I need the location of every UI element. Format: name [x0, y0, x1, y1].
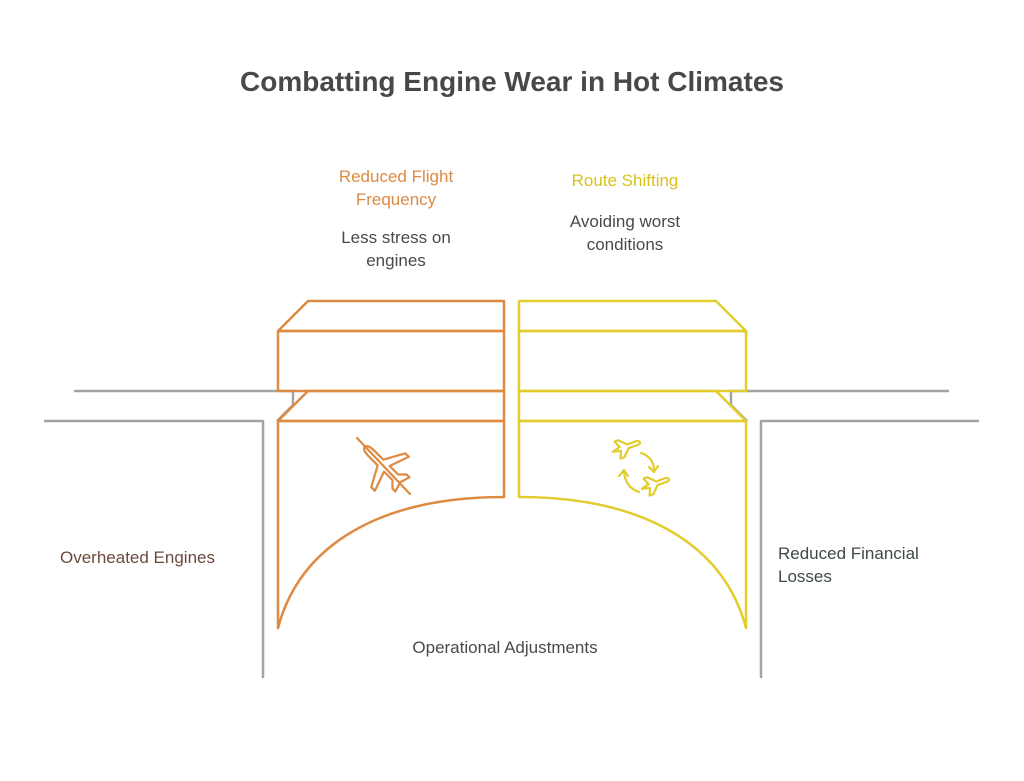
ground-line-left-upper — [74, 389, 295, 422]
left-block-mid — [276, 389, 506, 423]
left-block-shape — [276, 299, 506, 630]
right-block-description: Avoiding worst conditions — [569, 212, 681, 254]
page-title: Combatting Engine Wear in Hot Climates — [240, 66, 784, 97]
ground-line-right-lower — [759, 419, 979, 678]
left-block-face — [276, 329, 506, 393]
route-shifting-icon — [611, 439, 670, 497]
left-block-description: Less stress on engines — [341, 228, 451, 270]
no-flight-icon — [355, 436, 412, 496]
left-block-title: Reduced Flight Frequency — [338, 167, 454, 209]
left-block-top — [276, 299, 506, 333]
ground-line-left-lower — [44, 419, 265, 678]
bottom-label: Operational Adjustments — [412, 638, 598, 657]
side-right-label: Reduced Financial Losses — [778, 544, 919, 586]
right-block-arch — [517, 419, 748, 630]
left-block-arch — [276, 419, 506, 630]
right-block-top — [517, 299, 748, 333]
ground-line-right-upper — [729, 389, 949, 422]
right-block-face — [517, 329, 748, 393]
ground-lines — [44, 389, 979, 678]
right-block-shape — [517, 299, 748, 630]
side-left-label: Overheated Engines — [60, 548, 215, 567]
right-block-mid — [517, 389, 748, 423]
right-block-title: Route Shifting — [571, 171, 679, 190]
